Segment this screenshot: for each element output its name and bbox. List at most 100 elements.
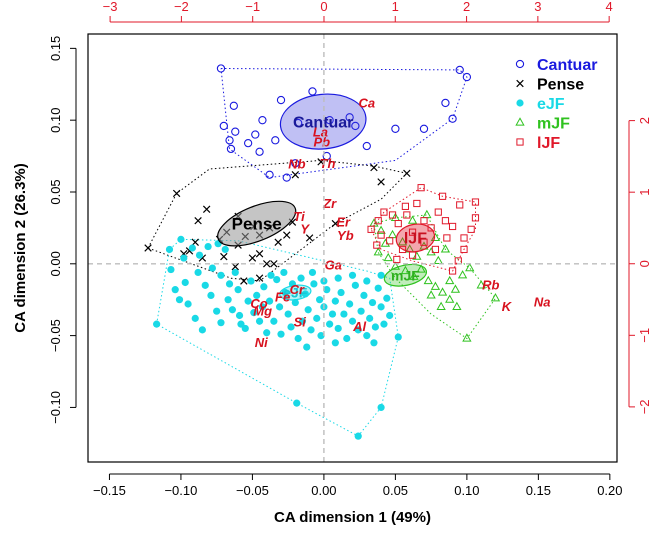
point-ljf (394, 219, 402, 228)
top-tick-label: 0 (320, 0, 327, 14)
x-tick-label: 0.20 (597, 483, 622, 498)
point-ejf (181, 278, 189, 287)
point-ljf (467, 225, 475, 233)
point-mjf (450, 284, 461, 293)
point-cantuar (308, 87, 317, 96)
point-ejf (357, 307, 365, 315)
point-ejf (231, 268, 239, 277)
element-label-zr: Zr (322, 196, 337, 211)
point-pense (262, 260, 271, 268)
point-ejf (313, 314, 321, 322)
point-mjf (426, 290, 436, 299)
point-ejf (244, 297, 252, 305)
point-ejf (260, 283, 268, 291)
x-tick-label: 0.15 (526, 483, 551, 498)
point-ljf (456, 201, 464, 209)
legend-marker-ljf (516, 138, 524, 146)
point-mjf (445, 275, 455, 285)
point-mjf (430, 281, 441, 290)
point-ejf (348, 271, 357, 279)
top-tick-label: −2 (174, 0, 189, 14)
point-mjf (387, 229, 398, 239)
point-ljf (443, 234, 451, 242)
point-ejf (370, 339, 378, 347)
point-ejf (371, 323, 379, 331)
point-ejf (275, 303, 284, 311)
point-ejf (237, 320, 245, 328)
element-label-ti: Ti (293, 209, 305, 224)
right-tick-label: −2 (637, 399, 652, 414)
point-ljf (386, 237, 394, 245)
point-ejf (334, 274, 342, 282)
y-tick-label: 0.15 (48, 36, 63, 61)
point-ljf (431, 245, 440, 254)
point-cantuar (226, 144, 236, 154)
point-cantuar (362, 141, 371, 151)
element-label-ga: Ga (325, 257, 342, 272)
ellipse-cantuar (279, 93, 367, 150)
point-cantuar (251, 130, 260, 139)
point-mjf (452, 301, 462, 310)
point-mjf (476, 280, 486, 289)
x-tick-label: −0.15 (93, 483, 126, 498)
point-ejf (354, 326, 362, 334)
point-mjf (436, 301, 446, 310)
point-mjf (400, 265, 411, 275)
point-ljf (374, 217, 382, 225)
ellipse-ejf (279, 284, 312, 301)
point-ljf (398, 245, 407, 254)
element-label-th: Th (320, 156, 336, 171)
point-ejf (228, 306, 237, 314)
point-mjf (445, 294, 455, 303)
point-ljf (441, 217, 450, 225)
point-ejf (281, 288, 289, 297)
point-cantuar (294, 118, 303, 128)
point-cantuar (265, 170, 274, 179)
point-ljf (417, 184, 425, 192)
point-mjf (412, 251, 422, 260)
point-mjf (465, 262, 475, 272)
point-cantuar (282, 173, 291, 182)
element-label-nb: Nb (288, 157, 305, 172)
point-ejf (323, 286, 331, 294)
point-pense (220, 252, 228, 261)
point-ejf (188, 244, 196, 252)
group-label-ljf: lJF (404, 231, 427, 248)
point-pense (403, 169, 411, 178)
point-ejf (263, 329, 271, 337)
hull-cantuar (220, 68, 468, 179)
point-ejf (255, 317, 264, 325)
top-tick-label: 2 (463, 0, 470, 14)
point-cantuar (325, 116, 334, 125)
point-ejf (380, 320, 388, 328)
element-label-cr: Cr (290, 282, 305, 297)
point-ejf (298, 317, 307, 325)
point-mjf (440, 244, 451, 253)
point-ejf (317, 332, 325, 340)
point-ejf (346, 300, 354, 308)
point-ljf (367, 225, 375, 233)
group-label-ejf: eJF (283, 285, 308, 301)
point-pense (305, 234, 314, 242)
point-ejf (377, 271, 385, 279)
x-tick-label: 0.00 (311, 483, 336, 498)
legend-marker-ejf (516, 99, 524, 107)
element-label-ca: Ca (358, 96, 375, 111)
point-pense (274, 238, 282, 246)
element-label-y: Y (300, 222, 310, 237)
plot-frame (87, 33, 618, 463)
element-label-er: Er (336, 215, 351, 230)
point-cantuar (322, 151, 331, 161)
point-cantuar (225, 136, 234, 145)
point-ljf (380, 208, 388, 216)
group-label-mjf: mJF (391, 267, 420, 283)
x-axis-title: CA dimension 1 (49%) (274, 509, 431, 526)
point-ejf (310, 280, 318, 288)
y-tick-label: 0.10 (48, 108, 63, 133)
point-cantuar (462, 72, 472, 82)
legend-marker-pense (516, 79, 524, 88)
point-pense (377, 178, 385, 186)
group-label-cantuar: Cantuar (293, 114, 353, 131)
point-ejf (331, 339, 339, 347)
x-tick-label: 0.05 (383, 483, 408, 498)
